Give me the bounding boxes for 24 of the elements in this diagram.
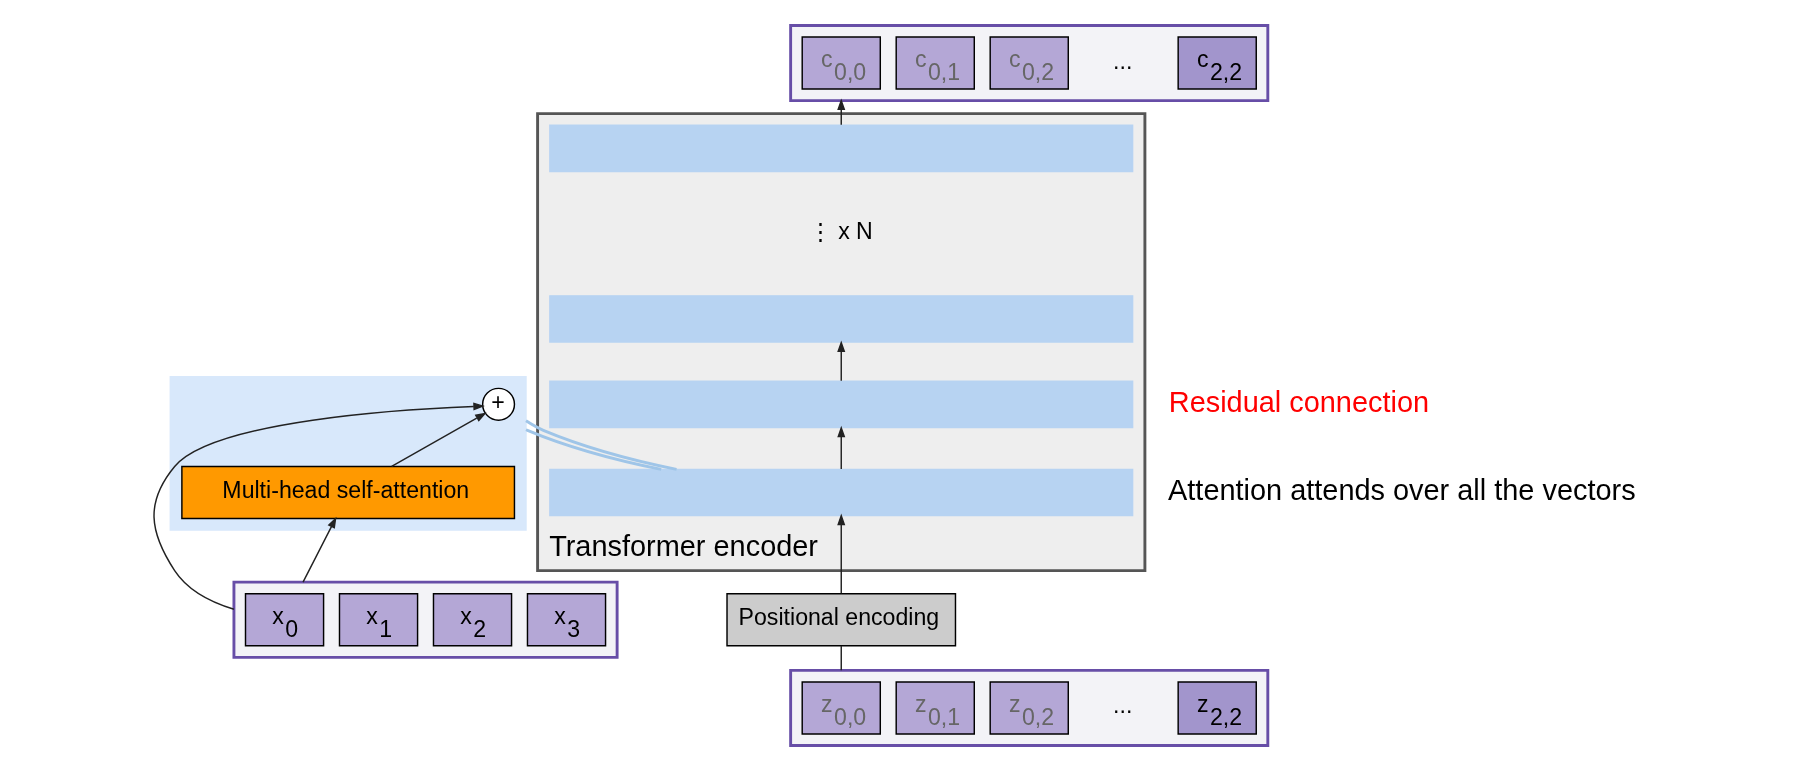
arrow: [153, 402, 485, 610]
node-bar: [549, 380, 1134, 429]
cluster: [789, 24, 1270, 103]
arrow: [837, 425, 846, 470]
connector: [525, 428, 662, 471]
arrow: [302, 516, 337, 583]
label: ⋮ x N: [808, 218, 873, 245]
label: Attention attends over all the vectors: [1168, 473, 1636, 506]
node-circle: +: [481, 387, 516, 421]
arrow: [837, 340, 846, 382]
cluster: [232, 580, 619, 659]
node-box: Positional encoding: [726, 593, 957, 647]
label: Residual connection: [1168, 385, 1430, 418]
label: ...: [1113, 47, 1133, 74]
cluster: [789, 668, 1270, 747]
node-bar: [549, 295, 1134, 343]
node-box: Multi-head self-attention: [181, 465, 516, 520]
node-bar: [549, 124, 1134, 173]
connector: [840, 645, 842, 672]
label: ...: [1113, 692, 1133, 719]
arrow: [390, 412, 487, 468]
node-bar: [549, 468, 1134, 517]
arrow: [837, 513, 846, 594]
connector: [525, 419, 677, 471]
